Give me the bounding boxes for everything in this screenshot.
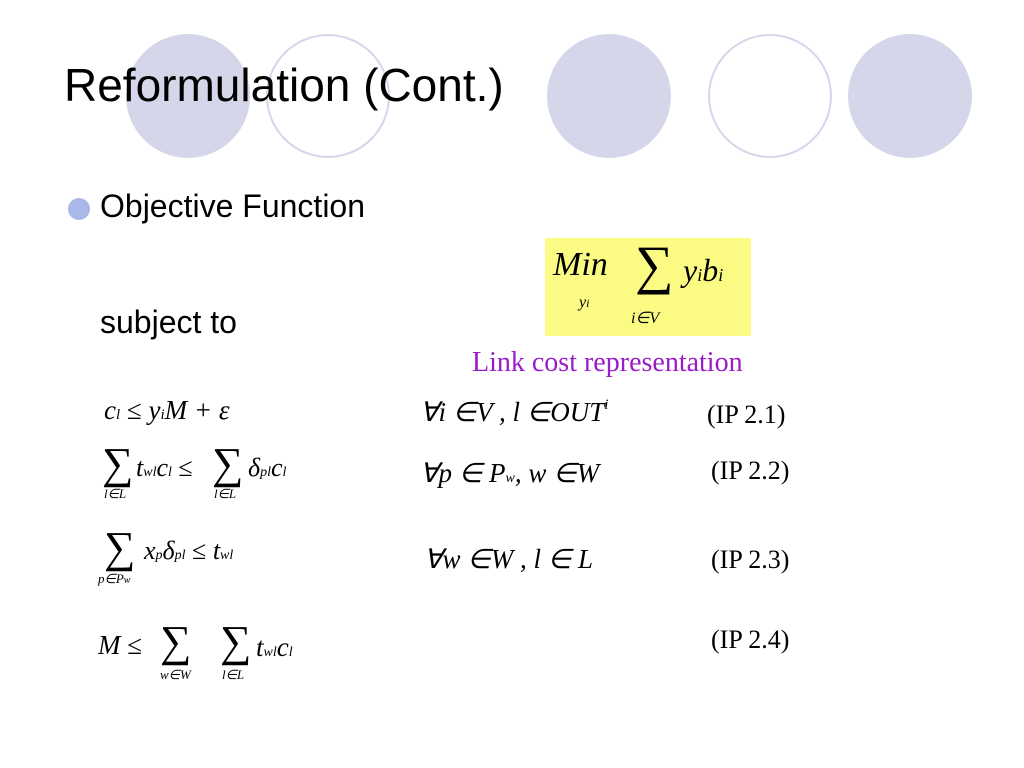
constraint-ip22-quantifier: ∀p ∈ Pw, w ∈W — [420, 458, 600, 488]
label-ip23: (IP 2.3) — [711, 545, 790, 574]
constraint-ip24-lhs: M ≤ — [98, 630, 143, 660]
sum-symbol-ip24-a: ∑ — [160, 617, 192, 666]
label-ip22: (IP 2.2) — [711, 456, 790, 485]
sum-symbol-ip24-b: ∑ — [220, 617, 252, 666]
min-subscript: yi — [579, 294, 590, 311]
constraint-ip22-term2: δplcl — [248, 453, 287, 482]
constraint-ip23-quantifier: ∀w ∈W , l ∈ L — [424, 544, 594, 574]
sum-subscript-ip22-b: l∈L — [214, 486, 237, 501]
sum-symbol-ip22-a: ∑ — [102, 439, 134, 488]
link-cost-note: Link cost representation — [472, 347, 743, 378]
sum-subscript: i∈V — [631, 310, 660, 327]
sum-symbol: ∑ — [635, 235, 674, 295]
constraint-ip24-term: twlcl — [256, 632, 293, 662]
label-ip24: (IP 2.4) — [711, 625, 790, 654]
constraint-ip23-expression: xpδpl ≤ twl — [144, 536, 234, 565]
term-y: yibi — [683, 252, 724, 288]
sum-symbol-ip23: ∑ — [104, 523, 136, 572]
objective-formula-box: Min yi ∑ i∈V yibi — [545, 235, 751, 336]
bullet-objective-function: Objective Function — [100, 188, 366, 224]
sum-subscript-ip24-b: l∈L — [222, 667, 245, 682]
subject-to-label: subject to — [100, 304, 237, 340]
decor-circle-5 — [848, 34, 972, 158]
sum-subscript-ip22-a: l∈L — [104, 486, 127, 501]
bullet-dot-icon — [68, 198, 90, 220]
sum-symbol-ip22-b: ∑ — [212, 439, 244, 488]
decor-circle-3 — [547, 34, 671, 158]
min-operator: Min — [553, 246, 608, 283]
decor-circle-2 — [266, 34, 390, 158]
slide-title: Reformulation (Cont.) — [64, 59, 504, 111]
constraint-ip22-term1: twlcl ≤ — [136, 453, 193, 482]
label-ip21: (IP 2.1) — [707, 400, 786, 429]
sum-subscript-ip24-a: w∈W — [160, 667, 191, 682]
sum-subscript-ip23: p∈Pw — [98, 571, 131, 586]
constraint-ip21-quantifier: ∀i ∈V , l ∈OUTi — [420, 397, 609, 427]
constraint-ip21-expression: cl ≤ yiM + ε — [104, 395, 230, 425]
decor-circle-1 — [126, 34, 250, 158]
decor-circle-4 — [708, 34, 832, 158]
